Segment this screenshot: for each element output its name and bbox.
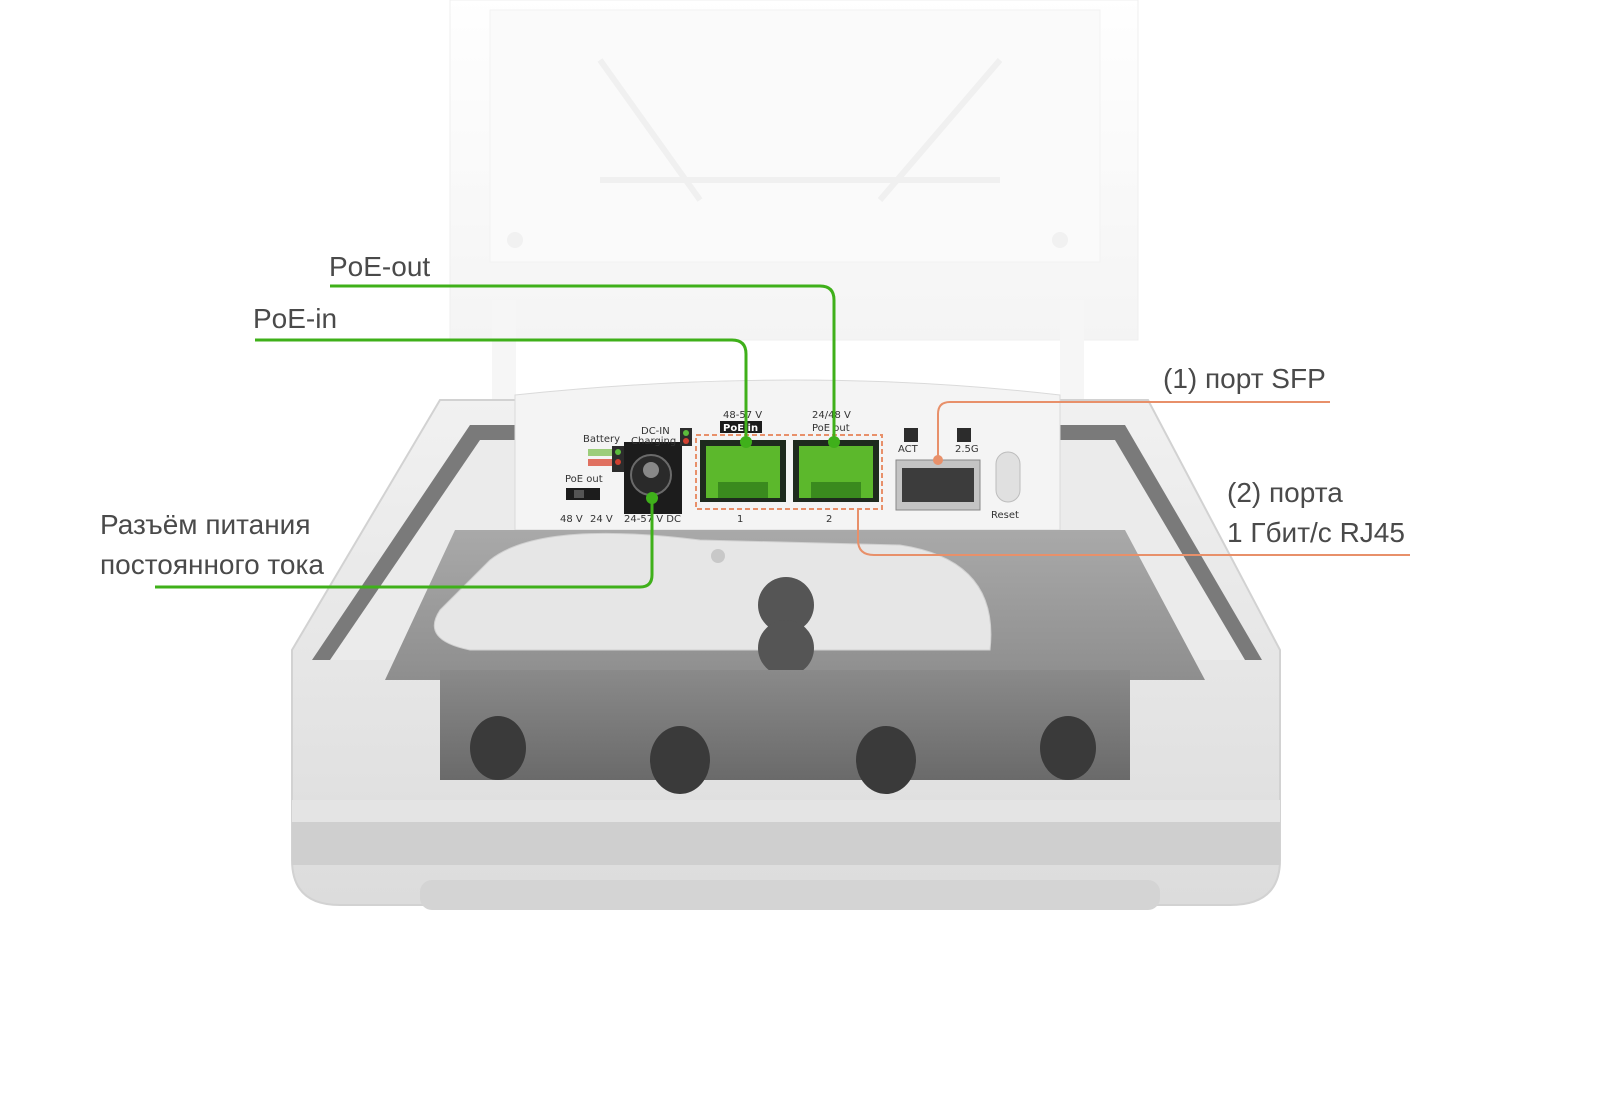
reset-text: Reset bbox=[991, 510, 1019, 521]
charging-text: Charging bbox=[631, 436, 676, 447]
rj45-port-1 bbox=[700, 440, 786, 502]
v24-text: 24 V bbox=[590, 514, 613, 525]
sfp-leader bbox=[937, 401, 1330, 460]
dc-in-text: DC-IN bbox=[641, 426, 670, 437]
port1-number: 1 bbox=[737, 514, 743, 525]
dc-power-leader bbox=[155, 498, 654, 589]
poe-out-dot bbox=[828, 436, 840, 448]
cable-glands bbox=[470, 716, 1096, 794]
dc-power-dot bbox=[646, 492, 658, 504]
poe-out-switch-text: PoE out bbox=[565, 474, 603, 485]
sfp-cage bbox=[895, 428, 981, 511]
port2-voltage-text: 24/48 V bbox=[812, 410, 851, 421]
port2-number: 2 bbox=[826, 514, 832, 525]
dc-power-label-line1: Разъём питания bbox=[100, 509, 311, 540]
port1-voltage-text: 48-57 V bbox=[723, 410, 762, 421]
battery-text: Battery bbox=[583, 434, 620, 445]
port2-tag-text: PoE out bbox=[812, 423, 850, 434]
poe-in-leader bbox=[255, 338, 748, 442]
poe-out-label: PoE-out bbox=[329, 251, 431, 282]
callout-lines bbox=[155, 284, 1410, 589]
sfp-label: (1) порт SFP bbox=[1163, 363, 1326, 394]
rj45-label-line2: 1 Гбит/с RJ45 bbox=[1227, 517, 1405, 548]
poe-in-label: PoE-in bbox=[253, 303, 338, 334]
sfp-dot bbox=[933, 455, 943, 465]
poe-in-dot bbox=[740, 436, 752, 448]
v48-text: 48 V bbox=[560, 514, 583, 525]
dc-power-label-line2: постоянного тока bbox=[100, 549, 324, 580]
lid bbox=[449, 0, 1139, 480]
rj45-leader bbox=[857, 509, 1410, 556]
port1-tag-text: PoE in bbox=[723, 423, 758, 434]
sfp-speed-text: 2.5G bbox=[955, 444, 979, 455]
rj45-label-line1: (2) порта bbox=[1227, 477, 1343, 508]
poe-out-leader bbox=[330, 284, 836, 442]
rj45-port-2 bbox=[793, 440, 879, 502]
act-text: ACT bbox=[898, 444, 919, 455]
